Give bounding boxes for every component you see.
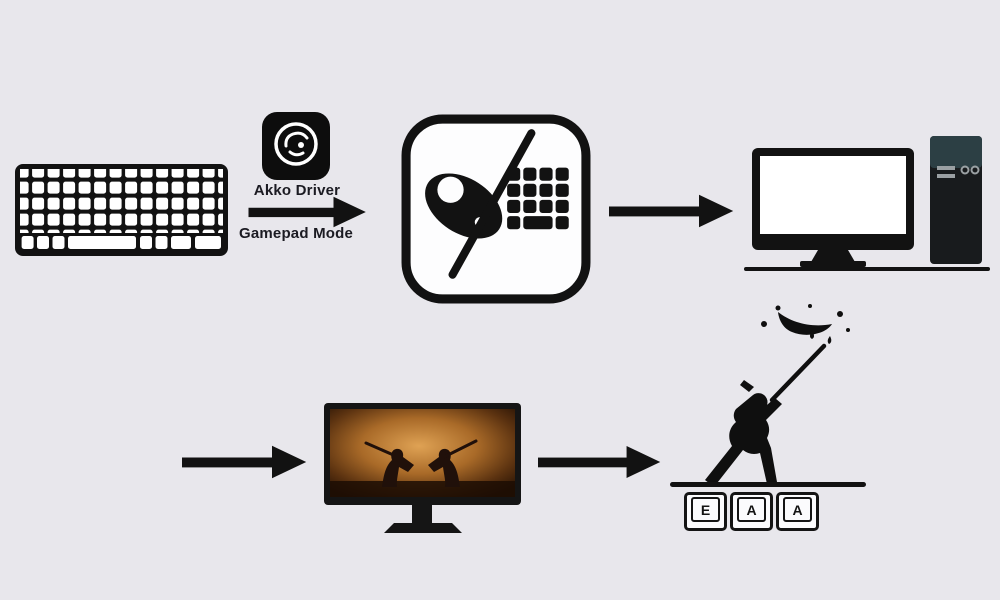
mode-label: Gamepad Mode [238, 225, 354, 242]
keycap-letter: A [746, 501, 757, 518]
arrow-right-icon [538, 446, 661, 478]
mini-keyboard-glyph [507, 167, 569, 230]
keycap-icon: E [684, 492, 727, 531]
keycap-icon: A [730, 492, 773, 531]
game-scene-monitor-icon [324, 403, 521, 533]
keycap-letter: A [792, 501, 803, 518]
driver-label: Akko Driver [253, 182, 341, 199]
keyboard-icon [15, 164, 228, 256]
gamepad-keyboard-toggle-icon [401, 114, 591, 304]
keycap-row: E A A [684, 492, 819, 531]
keycap-letter: E [700, 501, 711, 518]
arrow-right-icon [609, 194, 734, 228]
desktop-computer-icon [744, 136, 990, 271]
keycap-icon: A [776, 492, 819, 531]
arrow-right-icon [248, 196, 366, 228]
arrow-right-icon [182, 445, 307, 479]
akko-driver-app-icon [262, 112, 330, 180]
samurai-ink-icon [670, 304, 866, 487]
